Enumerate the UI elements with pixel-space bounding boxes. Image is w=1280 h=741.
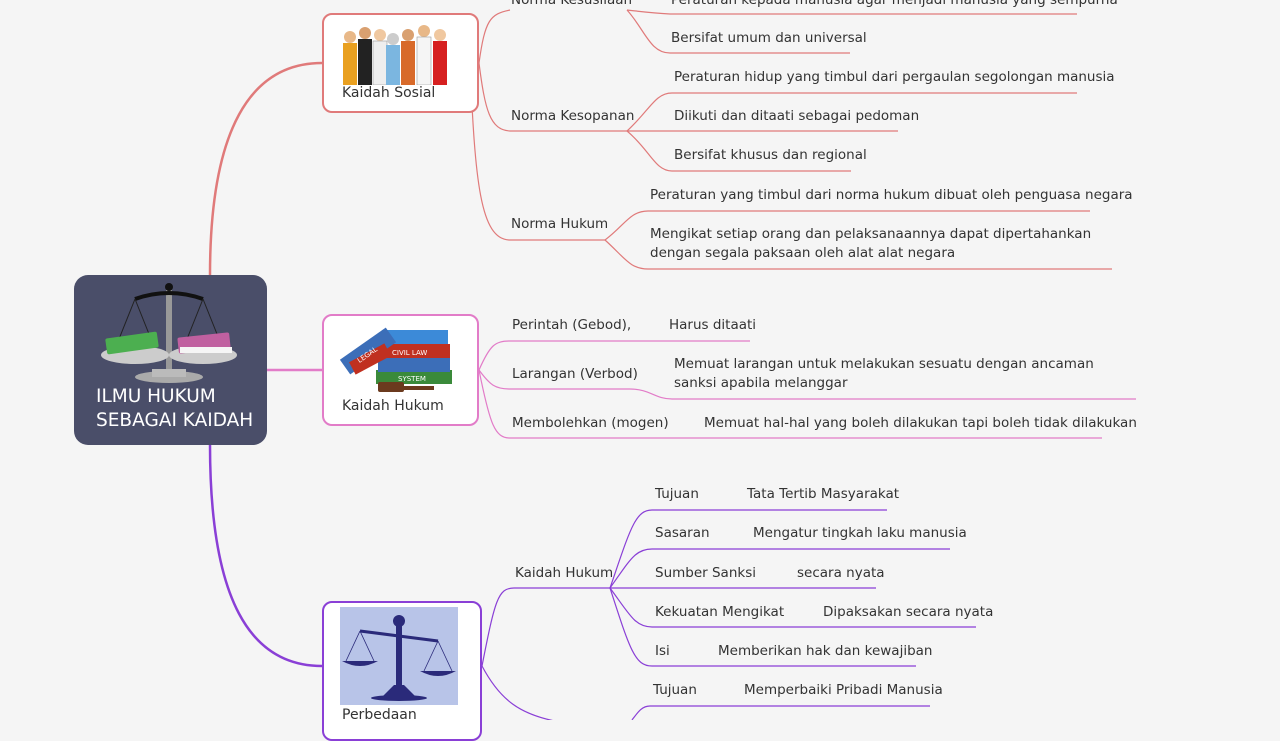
kaidah-hukum-label: Kaidah Hukum [342, 398, 444, 414]
row-value[interactable]: Memperbaiki Pribadi Manusia [744, 682, 943, 698]
norma-kesopanan[interactable]: Norma Kesopanan [511, 108, 635, 124]
people-group-icon [340, 23, 454, 85]
row-key[interactable]: Tujuan [655, 486, 699, 502]
kesopanan-item[interactable]: Bersifat khusus dan regional [674, 147, 867, 163]
row-value[interactable]: secara nyata [797, 565, 885, 581]
kesusilaan-item[interactable]: Bersifat umum dan universal [671, 30, 867, 46]
row-key[interactable]: Tujuan [653, 682, 697, 698]
row-value[interactable]: Memberikan hak dan kewajiban [718, 643, 933, 659]
svg-text:CIVIL LAW: CIVIL LAW [392, 349, 427, 357]
norma-kesusilaan[interactable]: Norma Kesusilaan [511, 0, 633, 8]
row-key[interactable]: Isi [655, 643, 670, 659]
perintah-key[interactable]: Perintah (Gebod), [512, 317, 632, 333]
perbedaan-card[interactable]: Perbedaan [322, 601, 482, 741]
row-key[interactable]: Kekuatan Mengikat [655, 604, 785, 620]
kaidah-sosial-card[interactable]: Kaidah Sosial [322, 13, 479, 113]
svg-text:SYSTEM: SYSTEM [398, 375, 426, 383]
row-value[interactable]: Mengatur tingkah laku manusia [753, 525, 967, 541]
membolehkan-value[interactable]: Memuat hal-hal yang boleh dilakukan tapi… [704, 415, 1137, 431]
scales-of-justice-icon [101, 283, 237, 383]
root-title: ILMU HUKUM SEBAGAI KAIDAH [96, 386, 254, 431]
membolehkan-key[interactable]: Membolehkan (mogen) [512, 415, 669, 431]
norma-hukum-item[interactable]: Peraturan yang timbul dari norma hukum d… [650, 187, 1133, 203]
perbedaan-kaidah-hukum[interactable]: Kaidah Hukum [515, 565, 614, 581]
row-key[interactable]: Sumber Sanksi [655, 565, 756, 581]
larangan-value[interactable]: Memuat larangan untuk melakukan sesuatu … [674, 356, 1094, 391]
perintah-value[interactable]: Harus ditaati [669, 317, 757, 333]
norma-hukum-item[interactable]: Mengikat setiap orang dan pelaksanaannya… [650, 226, 1092, 261]
root-node[interactable]: ILMU HUKUM SEBAGAI KAIDAH [74, 275, 267, 445]
kesusilaan-item[interactable]: Peraturan kepada manusia agar menjadi ma… [671, 0, 1118, 8]
kaidah-hukum-card[interactable]: CIVIL LAW SYSTEM LEGAL Kaidah Hukum [322, 314, 479, 426]
kesopanan-item[interactable]: Peraturan hidup yang timbul dari pergaul… [674, 69, 1115, 85]
row-key[interactable]: Sasaran [655, 525, 710, 541]
row-value[interactable]: Tata Tertib Masyarakat [747, 486, 900, 502]
perbedaan-label: Perbedaan [342, 707, 417, 723]
larangan-key[interactable]: Larangan (Verbod) [512, 366, 638, 382]
norma-hukum[interactable]: Norma Hukum [511, 216, 609, 232]
kaidah-sosial-label: Kaidah Sosial [342, 85, 436, 101]
kesopanan-item[interactable]: Diikuti dan ditaati sebagai pedoman [674, 108, 920, 124]
row-value[interactable]: Dipaksakan secara nyata [823, 604, 994, 620]
balance-scale-icon [340, 607, 458, 705]
law-books-gavel-icon: CIVIL LAW SYSTEM LEGAL [339, 327, 452, 392]
